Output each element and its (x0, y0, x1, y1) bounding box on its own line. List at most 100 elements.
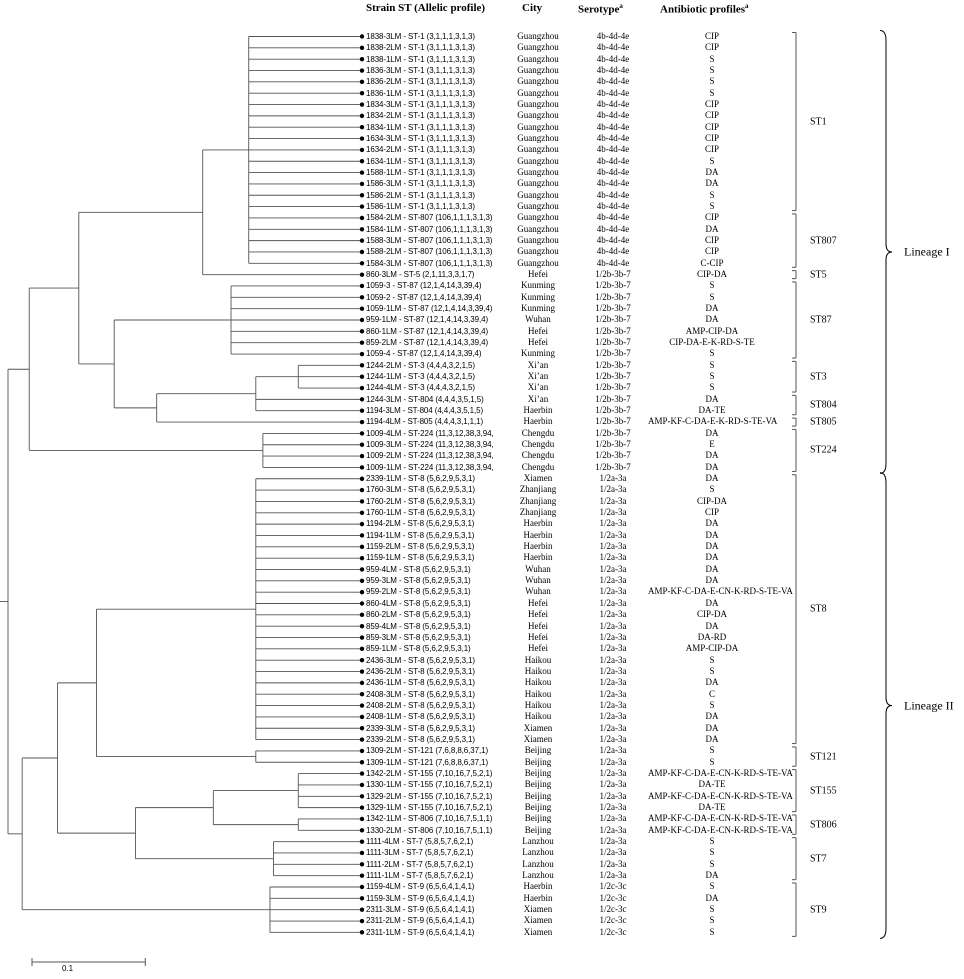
serotype-cell: 4b-4d-4e (596, 144, 630, 155)
tip-dot (359, 79, 365, 85)
strain-label: 1059-2 - ST-87 (12,1,4,14,3,39,4) (366, 292, 482, 302)
antibiotic-cell: S (709, 53, 715, 64)
strain-label: 1159-2LM - ST-8 (5,6,2,9,5,3,1) (366, 542, 475, 552)
strain-label: 1159-1LM - ST-8 (5,6,2,9,5,3,1) (366, 553, 475, 563)
tip-dot (359, 113, 365, 119)
strain-label: 959-3LM - ST-8 (5,6,2,9,5,3,1) (366, 576, 471, 586)
tip-dot (359, 555, 365, 561)
strain-label: 1588-3LM - ST-807 (106,1,1,1,3,1,3) (366, 235, 493, 245)
antibiotic-cell: S (709, 280, 715, 291)
strain-label: 2408-1LM - ST-8 (5,6,2,9,5,3,1) (366, 712, 475, 722)
tip-dot (359, 862, 365, 867)
city-cell: Guangzhou (517, 246, 559, 257)
tip-dot (359, 125, 365, 130)
serotype-cell: 1/2a-3a (599, 733, 627, 744)
tip-dot (359, 159, 365, 164)
tip-dot (359, 249, 365, 255)
table-row: 1059-4 - ST-87 (12,1,4,14,3,39,4)Kunming… (0, 348, 964, 359)
antibiotic-cell: S (709, 665, 715, 676)
serotype-cell: 1/2b-3b-7 (595, 439, 631, 450)
antibiotic-cell: S (709, 881, 715, 892)
serotype-cell: 1/2a-3a (599, 858, 627, 869)
table-row: 1586-2LM - ST-1 (3,1,1,1,3,1,3)Guangzhou… (0, 190, 964, 201)
serotype-cell: 4b-4d-4e (596, 189, 630, 200)
tip-dot (359, 567, 365, 572)
city-cell: Hefei (528, 631, 548, 642)
serotype-cell: 1/2a-3a (599, 801, 627, 812)
tip-dot (359, 794, 365, 799)
strain-label: 1244-1LM - ST-3 (4,4,4,3,2,1,5) (366, 372, 475, 382)
antibiotic-cell: DA (705, 223, 719, 234)
city-cell: Lanzhou (522, 869, 554, 880)
city-cell: Guangzhou (517, 42, 559, 53)
antibiotic-cell: S (709, 484, 715, 495)
strain-label: 1838-3LM - ST-1 (3,1,1,1,3,1,3) (366, 31, 475, 41)
antibiotic-cell: DA (705, 314, 719, 325)
strain-label: 1159-4LM - ST-9 (6,5,6,4,1,4,1) (366, 882, 475, 892)
antibiotic-cell: DA (705, 450, 719, 461)
strain-label: 1760-1LM - ST-8 (5,6,2,9,5,3,1) (366, 508, 475, 518)
serotype-cell: 4b-4d-4e (596, 166, 630, 177)
city-cell: Haikou (524, 677, 552, 688)
st-group-label: ST807 (810, 235, 837, 247)
serotype-cell: 1/2a-3a (599, 552, 627, 563)
antibiotic-cell: AMP-KF-C-DA-E-CN-K-RD-S-TE-VA (648, 790, 793, 801)
serotype-cell: 4b-4d-4e (596, 76, 630, 87)
antibiotic-cell: S (709, 847, 715, 858)
tip-dot (359, 102, 365, 107)
strain-label: 1194-2LM - ST-8 (5,6,2,9,5,3,1) (366, 519, 475, 529)
city-cell: Guangzhou (517, 200, 559, 211)
strain-label: 1584-1LM - ST-807 (106,1,1,1,3,1,3) (366, 224, 493, 234)
serotype-cell: 1/2a-3a (599, 767, 627, 778)
table-row: 1834-3LM - ST-1 (3,1,1,1,3,1,3)Guangzhou… (0, 99, 964, 110)
antibiotic-cell: DA (705, 427, 719, 438)
city-cell: Beijing (524, 767, 552, 778)
serotype-cell: 1/2a-3a (599, 654, 627, 665)
antibiotic-cell: DA (705, 563, 719, 574)
serotype-cell: 1/2a-3a (599, 677, 627, 688)
strain-label: 1009-1LM - ST-224 (11,3,12,38,3,94, (366, 462, 494, 472)
strain-label: 1760-2LM - ST-8 (5,6,2,9,5,3,1) (366, 496, 475, 506)
strain-label: 1059-1LM - ST-87 (12,1,4,14,3,39,4) (366, 303, 493, 313)
strain-label: 1194-1LM - ST-8 (5,6,2,9,5,3,1) (366, 530, 475, 540)
table-row: 1194-3LM - ST-804 (4,4,4,3,5,1,5)Haerbin… (0, 405, 964, 416)
strain-label: 959-1LM - ST-87 (12,1,4,14,3,39,4) (366, 315, 489, 325)
antibiotic-cell: S (709, 382, 715, 393)
serotype-cell: 4b-4d-4e (596, 53, 630, 64)
serotype-cell: 4b-4d-4e (596, 110, 630, 121)
city-cell: Wuhan (525, 314, 551, 325)
tip-dot (359, 726, 365, 731)
antibiotic-cell: CIP (704, 212, 719, 223)
serotype-cell: 1/2a-3a (599, 835, 627, 846)
city-cell: Guangzhou (517, 87, 559, 98)
tip-dot (359, 760, 365, 765)
table-row: 1330-2LM - ST-806 (7,10,16,7,5,1,1)Beiji… (0, 825, 964, 836)
serotype-cell: 1/2b-3b-7 (595, 416, 631, 427)
tip-dot (359, 227, 365, 232)
serotype-cell: 1/2b-3b-7 (595, 450, 631, 461)
serotype-cell: 1/2b-3b-7 (595, 382, 631, 393)
city-cell: Wuhan (525, 586, 551, 597)
table-row: 1634-1LM - ST-1 (3,1,1,1,3,1,3)Guangzhou… (0, 156, 964, 167)
serotype-cell: 1/2a-3a (599, 711, 627, 722)
serotype-cell: 4b-4d-4e (596, 121, 630, 132)
strain-label: 1111-3LM - ST-7 (5,8,5,7,6,2,1) (366, 848, 474, 858)
tip-dot (359, 748, 365, 754)
antibiotic-cell: DA (705, 575, 719, 586)
city-cell: Guangzhou (517, 121, 559, 132)
strain-label: 1634-3LM - ST-1 (3,1,1,1,3,1,3) (366, 133, 475, 143)
tip-dot (359, 181, 365, 187)
tip-dot (359, 850, 365, 856)
table-row: 1309-2LM - ST-121 (7,6,8,8,6,37,1)Beijin… (0, 745, 964, 756)
city-cell: Haerbin (523, 405, 553, 416)
